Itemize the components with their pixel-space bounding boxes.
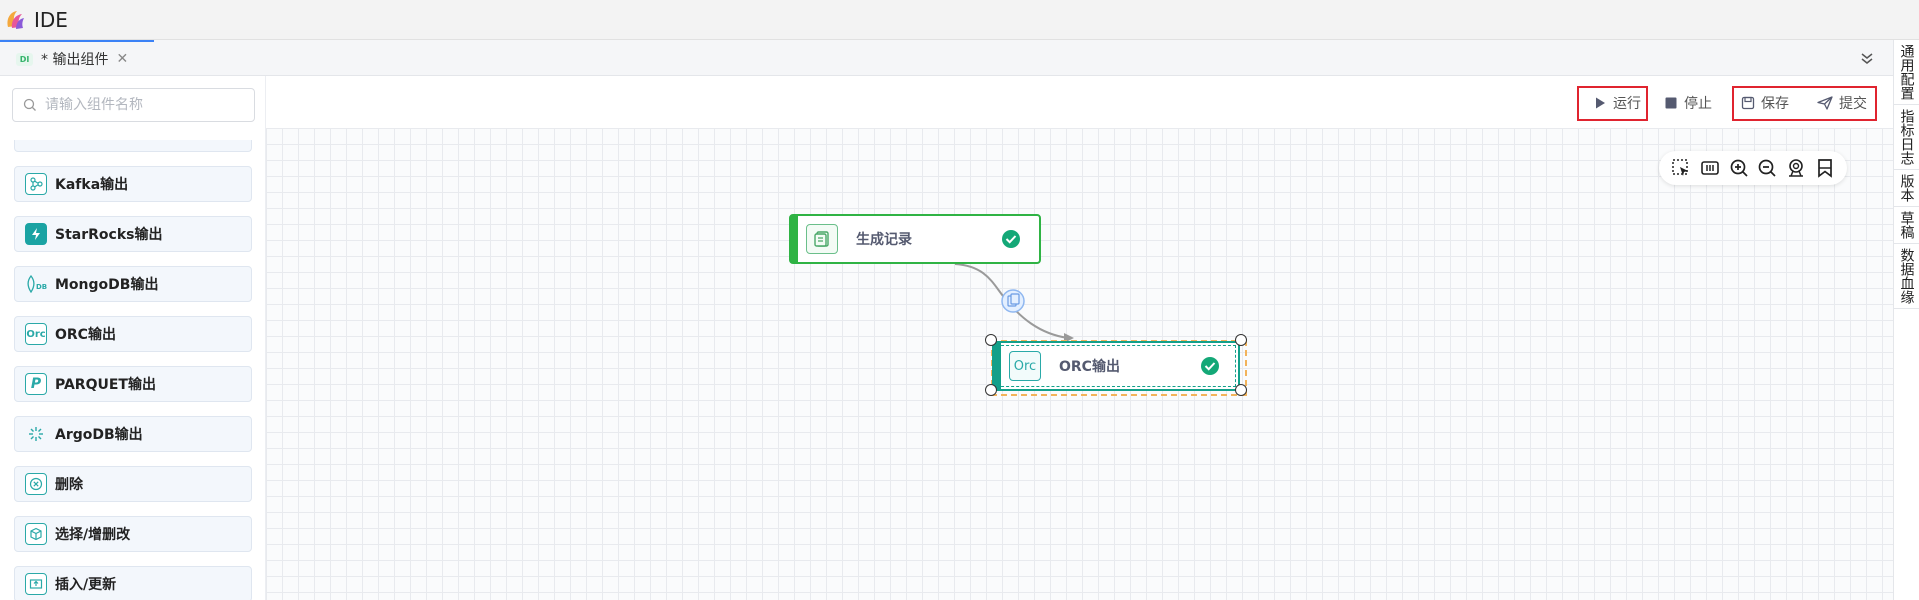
fit-view-button[interactable] [1697, 155, 1723, 181]
search-input[interactable] [45, 97, 245, 113]
stop-button[interactable]: 停止 [1658, 88, 1718, 118]
panel-metrics-log[interactable]: 指标日志 [1894, 105, 1919, 170]
di-icon: DI [16, 53, 33, 66]
kafka-icon [25, 173, 47, 195]
component-argodb-output[interactable]: ArgoDB输出 [14, 416, 252, 452]
save-submit-highlight-box [1732, 86, 1877, 121]
component-orc-output[interactable]: Orc ORC输出 [14, 316, 252, 352]
zoom-out-icon [1757, 158, 1777, 178]
orc-icon: Orc [1009, 351, 1041, 381]
resize-handle[interactable] [1235, 334, 1247, 346]
mongodb-icon: DB [25, 273, 47, 295]
component-select-modify[interactable]: 选择/增删改 [14, 516, 252, 552]
locate-icon [1786, 158, 1806, 178]
component-mongodb-output[interactable]: DB MongoDB输出 [14, 266, 252, 302]
component-parquet-output[interactable]: P PARQUET输出 [14, 366, 252, 402]
zoom-out-button[interactable] [1754, 155, 1780, 181]
node-label: ORC输出 [1059, 356, 1200, 376]
select-modify-icon [25, 523, 47, 545]
delete-icon [25, 473, 47, 495]
app-logo-icon [4, 9, 26, 31]
component-label: StarRocks输出 [55, 224, 162, 244]
component-label: 插入/更新 [55, 574, 116, 594]
collapse-tabs-button[interactable] [1856, 48, 1878, 68]
starrocks-icon [25, 223, 47, 245]
argodb-icon [25, 423, 47, 445]
stop-label: 停止 [1684, 93, 1712, 113]
record-icon [806, 224, 838, 254]
component-kafka-output[interactable]: Kafka输出 [14, 166, 252, 202]
component-label: PARQUET输出 [55, 374, 156, 394]
panel-label: 数据血缘 [1897, 248, 1917, 304]
component-label: Kafka输出 [55, 174, 128, 194]
resize-handle[interactable] [1235, 384, 1247, 396]
resize-handle[interactable] [985, 384, 997, 396]
check-circle-icon [1200, 356, 1220, 376]
tab-bar: DI * 输出组件 ✕ [0, 40, 1893, 76]
app-title: IDE [34, 8, 68, 32]
box-select-icon [1671, 158, 1691, 178]
panel-label: 指标日志 [1897, 109, 1917, 165]
insert-update-icon [25, 573, 47, 595]
locate-button[interactable] [1783, 155, 1809, 181]
search-box [12, 88, 255, 122]
close-icon[interactable]: ✕ [116, 51, 128, 67]
panel-version[interactable]: 版本 [1894, 170, 1919, 207]
component-sidebar: Kafka输出 StarRocks输出 DB MongoDB输出 Orc ORC… [0, 76, 266, 600]
component-delete[interactable]: 删除 [14, 466, 252, 502]
panel-label: 草稿 [1897, 211, 1917, 239]
resize-handle[interactable] [985, 334, 997, 346]
component-label: MongoDB输出 [55, 274, 158, 294]
zoom-in-button[interactable] [1726, 155, 1752, 181]
panel-general-config[interactable]: 通用配置 [1894, 40, 1919, 105]
canvas-tools [1659, 151, 1847, 185]
parquet-icon: P [25, 373, 47, 395]
component-label: 删除 [55, 474, 83, 494]
active-tab-indicator [0, 40, 154, 42]
orc-icon: Orc [25, 323, 47, 345]
tab-label: * 输出组件 [41, 49, 108, 69]
panel-label: 版本 [1897, 174, 1917, 202]
tab-output-components[interactable]: DI * 输出组件 ✕ [16, 46, 128, 72]
zoom-in-icon [1729, 158, 1749, 178]
node-generate-records[interactable]: 生成记录 [789, 214, 1041, 264]
right-side-panel: 通用配置 指标日志 版本 草稿 数据血缘 [1893, 40, 1919, 600]
node-label: 生成记录 [856, 229, 1001, 249]
panel-data-lineage[interactable]: 数据血缘 [1894, 244, 1919, 309]
title-bar: IDE [0, 0, 1919, 40]
bookmark-icon [1815, 158, 1835, 178]
component-label: 选择/增删改 [55, 524, 130, 544]
svg-text:DB: DB [36, 283, 47, 291]
search-icon [23, 98, 37, 112]
bookmark-button[interactable] [1812, 155, 1838, 181]
box-select-button[interactable] [1668, 155, 1694, 181]
list-item-partial [14, 140, 252, 152]
stop-icon [1664, 96, 1678, 110]
component-insert-update[interactable]: 插入/更新 [14, 566, 252, 600]
double-chevron-down-icon [1860, 51, 1874, 65]
fit-view-icon [1700, 158, 1720, 178]
component-starrocks-output[interactable]: StarRocks输出 [14, 216, 252, 252]
check-circle-icon [1001, 229, 1021, 249]
panel-label: 通用配置 [1897, 44, 1917, 100]
component-label: ORC输出 [55, 324, 116, 344]
node-orc-output[interactable]: Orc ORC输出 [992, 341, 1240, 391]
editor-toolbar: 运行 停止 保存 提交 [266, 76, 1893, 128]
component-label: ArgoDB输出 [55, 424, 143, 444]
panel-draft[interactable]: 草稿 [1894, 207, 1919, 244]
run-highlight-box [1577, 86, 1648, 121]
